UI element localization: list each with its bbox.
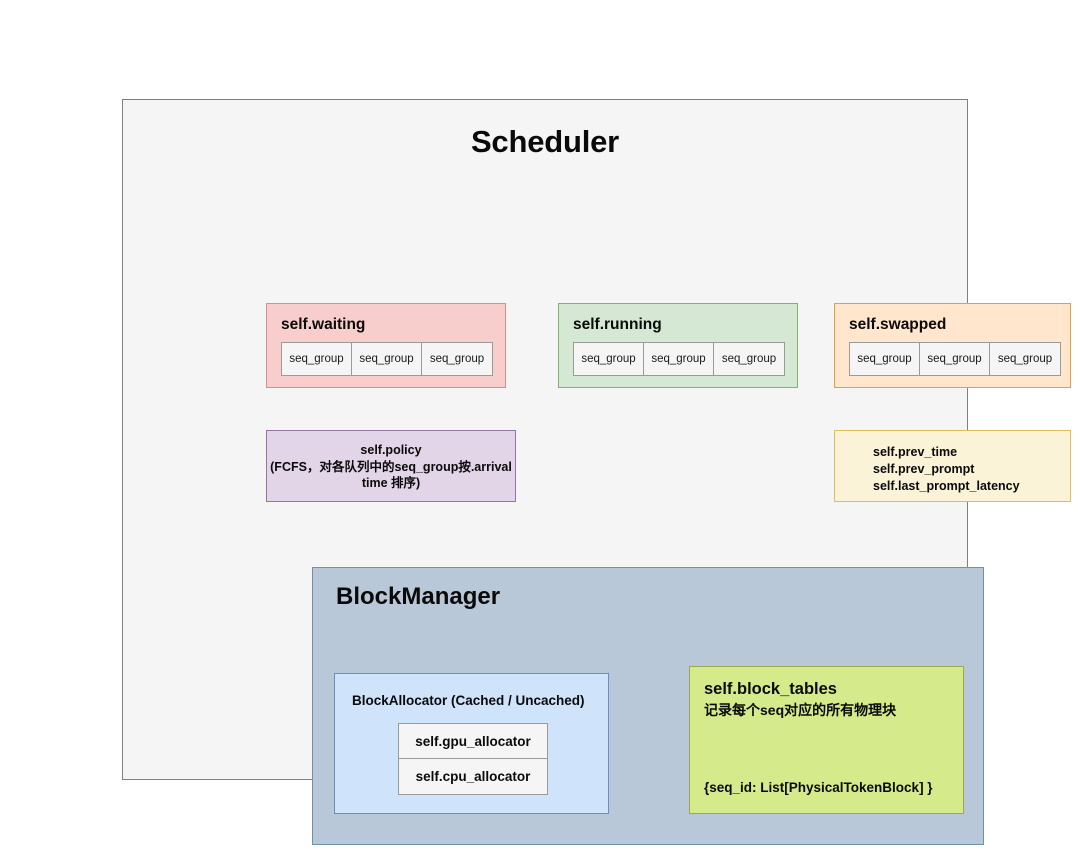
allocator-item-gpu: self.gpu_allocator (399, 724, 547, 759)
seq-group-row-running: seq_group seq_group seq_group (573, 342, 785, 376)
seq-group-cell: seq_group (352, 343, 422, 375)
seq-group-cell: seq_group (282, 343, 352, 375)
seq-group-cell: seq_group (714, 343, 784, 375)
attribute-prev-prompt: self.prev_prompt (873, 462, 975, 476)
seq-group-cell: seq_group (850, 343, 920, 375)
block-manager-container: BlockManager BlockAllocator (Cached / Un… (312, 567, 984, 845)
queue-title-swapped: self.swapped (849, 316, 947, 333)
policy-box: self.policy (FCFS，对各队列中的seq_group按.arriv… (266, 430, 516, 502)
policy-title: self.policy (360, 443, 422, 457)
block-manager-title: BlockManager (336, 583, 501, 610)
seq-group-cell: seq_group (920, 343, 990, 375)
seq-group-cell: seq_group (574, 343, 644, 375)
allocator-item-cpu: self.cpu_allocator (399, 759, 547, 794)
block-tables-signature: {seq_id: List[PhysicalTokenBlock] } (704, 780, 933, 795)
block-tables-box: self.block_tables 记录每个seq对应的所有物理块 {seq_i… (689, 666, 964, 814)
page-title: Scheduler (470, 124, 620, 159)
seq-group-row-waiting: seq_group seq_group seq_group (281, 342, 493, 376)
block-tables-description: 记录每个seq对应的所有物理块 (704, 702, 897, 718)
block-allocator-box: BlockAllocator (Cached / Uncached) self.… (334, 673, 609, 814)
attribute-last-prompt-latency: self.last_prompt_latency (873, 479, 1020, 493)
block-tables-title: self.block_tables (704, 680, 837, 698)
seq-group-cell: seq_group (990, 343, 1060, 375)
scheduler-container: Scheduler self.waiting seq_group seq_gro… (122, 99, 1071, 845)
queue-box-waiting: self.waiting seq_group seq_group seq_gro… (266, 303, 506, 388)
policy-description: (FCFS，对各队列中的seq_group按.arrival time 排序) (270, 459, 512, 491)
seq-group-cell: seq_group (422, 343, 492, 375)
queue-box-swapped: self.swapped seq_group seq_group seq_gro… (834, 303, 1071, 388)
queue-title-waiting: self.waiting (281, 316, 366, 333)
seq-group-row-swapped: seq_group seq_group seq_group (849, 342, 1061, 376)
timing-attributes-box: self.prev_time self.prev_prompt self.las… (834, 430, 1071, 502)
queue-box-running: self.running seq_group seq_group seq_gro… (558, 303, 798, 388)
queue-title-running: self.running (573, 316, 662, 333)
attribute-prev-time: self.prev_time (873, 445, 958, 459)
allocator-list: self.gpu_allocator self.cpu_allocator (398, 723, 548, 795)
seq-group-cell: seq_group (644, 343, 714, 375)
block-allocator-title: BlockAllocator (Cached / Uncached) (352, 693, 585, 708)
